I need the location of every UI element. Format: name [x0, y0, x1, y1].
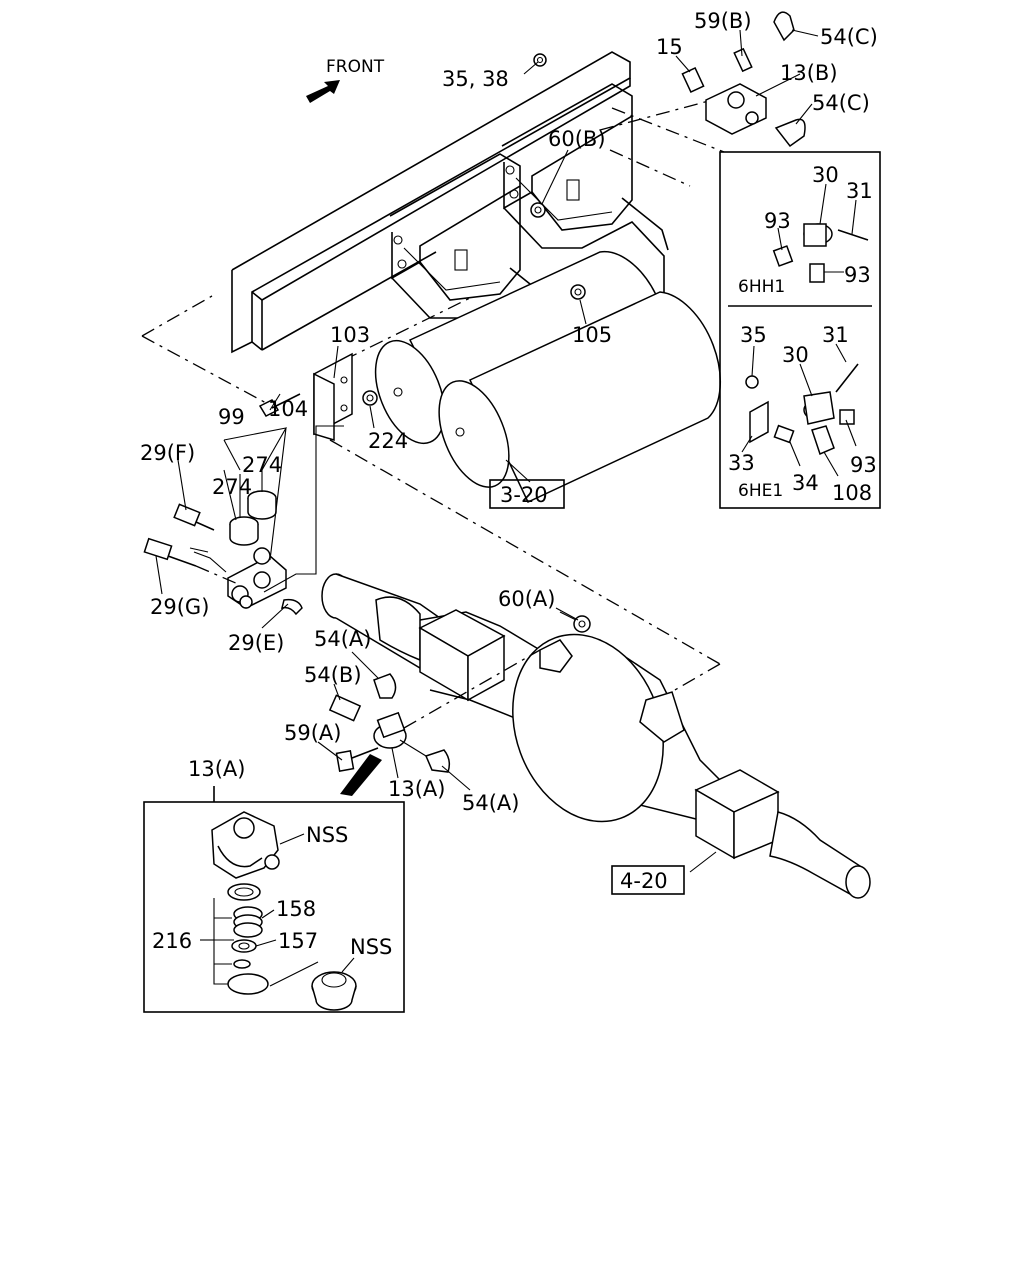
ring-274-valve	[253, 547, 271, 565]
air-tank-front	[438, 291, 722, 503]
bracket-33-6he1	[745, 375, 769, 444]
ref-box-4-20	[611, 865, 685, 895]
valve-30-6hh1	[803, 223, 869, 247]
label-29f: 29(F)	[140, 441, 195, 465]
inset-box-engine-variants	[719, 151, 881, 509]
fitting-54a-upper	[373, 673, 397, 699]
label-157: 157	[278, 929, 318, 953]
label-93-6he1: 93	[850, 453, 877, 477]
label-54a-lower: 54(A)	[462, 791, 519, 815]
label-29g: 29(G)	[150, 595, 209, 619]
label-30-6he1: 30	[782, 343, 809, 367]
ref-box-3-20	[489, 479, 565, 509]
fitting-93-6hh1	[772, 245, 825, 283]
label-59a: 59(A)	[284, 721, 341, 745]
label-nss-valve: NSS	[306, 823, 348, 847]
seal-157	[231, 939, 257, 953]
label-13a-mid: 13(A)	[388, 777, 445, 801]
label-216: 216	[152, 929, 192, 953]
label-54a-upper: 54(A)	[314, 627, 371, 651]
oring-large	[227, 973, 269, 995]
fitting-54b	[328, 694, 362, 722]
valve-99-cluster	[227, 555, 287, 609]
label-93-6hh1-left: 93	[764, 209, 791, 233]
label-29e: 29(E)	[228, 631, 284, 655]
label-33: 33	[728, 451, 755, 475]
crossmember-right	[501, 83, 669, 327]
valve-body-nss	[211, 811, 280, 879]
label-54b: 54(B)	[304, 663, 362, 687]
label-15: 15	[656, 35, 683, 59]
label-224: 224	[368, 429, 408, 453]
leader-lines	[155, 29, 857, 973]
label-35: 35	[740, 323, 767, 347]
ring-top	[227, 883, 261, 901]
label-274-lower: 274	[212, 475, 252, 499]
valve-13a	[340, 711, 407, 796]
rear-axle	[321, 573, 871, 899]
fitting-108-6he1	[773, 409, 855, 456]
label-93-6hh1-right: 93	[844, 263, 871, 287]
cap-274-lower	[229, 516, 259, 546]
bracket-103	[313, 352, 353, 442]
fitting-29f	[173, 503, 215, 531]
label-60b: 60(B)	[548, 127, 606, 151]
label-31-6hh1: 31	[846, 179, 873, 203]
inset-box-valve-detail	[143, 801, 405, 1013]
cap-274-upper	[247, 490, 277, 520]
label-30-6hh1: 30	[812, 163, 839, 187]
valve-30-6he1	[803, 363, 859, 425]
label-274-upper: 274	[242, 453, 282, 477]
label-54c-top: 54(C)	[820, 25, 878, 49]
label-13b: 13(B)	[780, 61, 838, 85]
front-arrow-icon	[306, 80, 340, 103]
label-6he1: 6HE1	[738, 481, 783, 501]
valve-13b	[681, 47, 767, 135]
label-35-38: 35, 38	[442, 67, 509, 91]
cover-nss	[311, 971, 357, 1011]
oring-small	[233, 959, 251, 969]
label-60a: 60(A)	[498, 587, 555, 611]
nut-224	[362, 390, 378, 406]
label-158: 158	[276, 897, 316, 921]
label-104: 104	[268, 397, 308, 421]
label-105: 105	[572, 323, 612, 347]
fitting-29g	[143, 537, 197, 567]
nut-60b	[530, 202, 546, 218]
label-3-20: 3-20	[500, 483, 548, 507]
label-99: 99	[218, 405, 245, 429]
nut-105	[570, 284, 586, 300]
nut-60a	[573, 615, 591, 633]
frame-rail	[231, 51, 631, 354]
label-31-6he1: 31	[822, 323, 849, 347]
fitting-54a-lower	[424, 749, 451, 773]
fitting-29e	[280, 598, 303, 616]
label-54c-mid: 54(C)	[812, 91, 870, 115]
label-13a-top: 13(A)	[188, 757, 245, 781]
label-108: 108	[832, 481, 872, 505]
label-103: 103	[330, 323, 370, 347]
spring-158	[233, 906, 263, 938]
fitting-54c-mid	[774, 118, 806, 148]
label-nss-cover: NSS	[350, 935, 392, 959]
front-label: FRONT	[326, 57, 385, 77]
bolt-59a	[335, 747, 379, 772]
fitting-54c-top	[773, 11, 795, 42]
label-6hh1: 6HH1	[738, 277, 785, 297]
label-59b: 59(B)	[694, 9, 752, 33]
label-34: 34	[792, 471, 819, 495]
label-4-20: 4-20	[620, 869, 668, 893]
